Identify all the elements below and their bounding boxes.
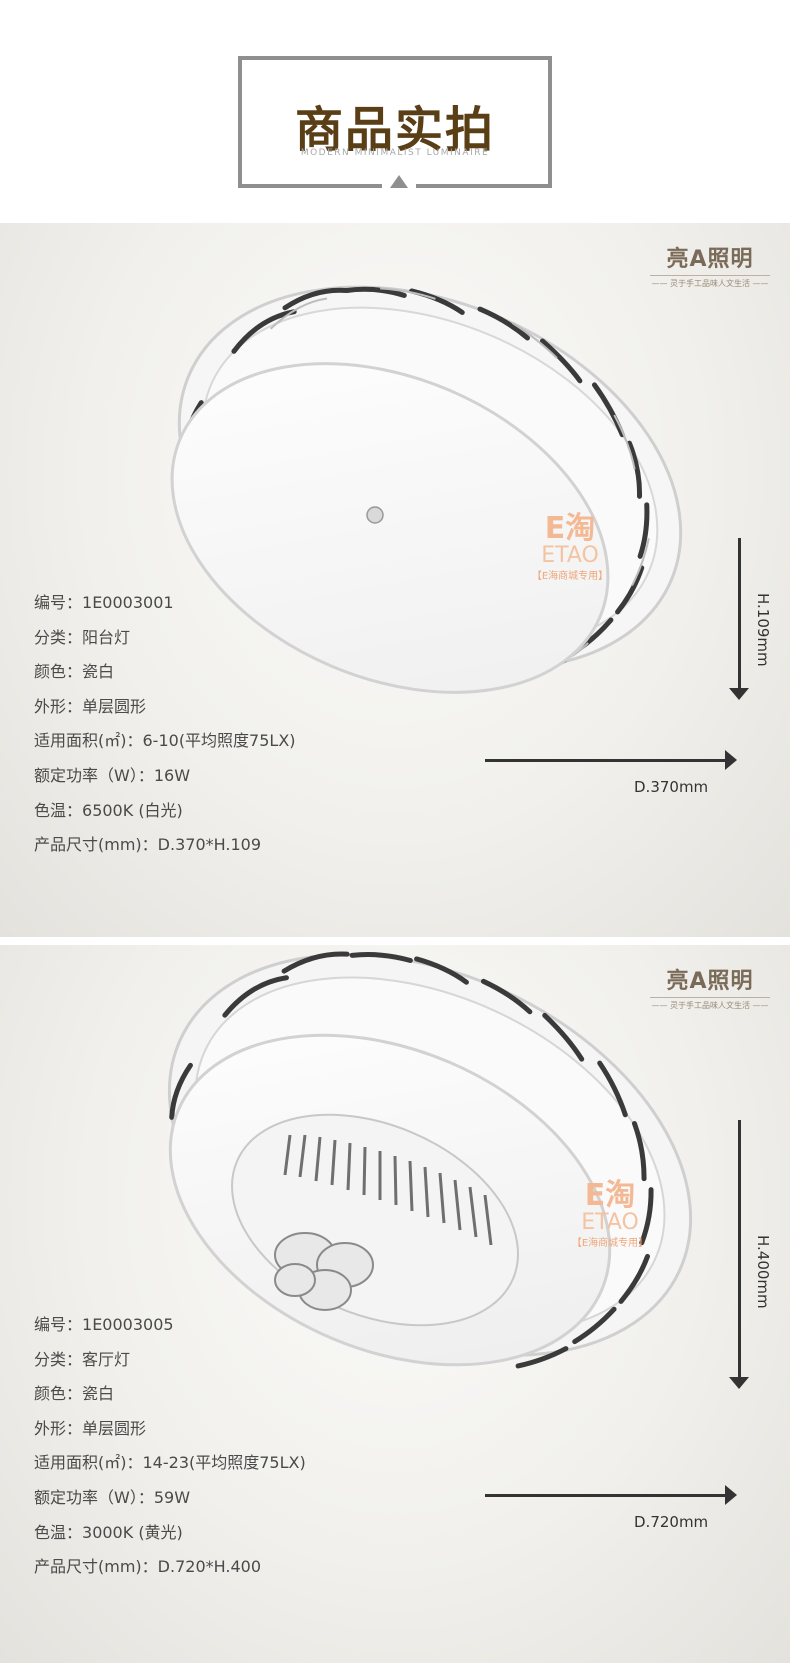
spec-list-2: 编号：1E0003005 分类：客厅灯 颜色：瓷白 外形：单层圆形 适用面积(㎡… — [34, 1308, 306, 1585]
height-label: H.109mm — [754, 593, 772, 667]
spec-value: 单层圆形 — [82, 696, 147, 716]
spec-row: 外形：单层圆形 — [34, 1412, 306, 1447]
spec-value: 单层圆形 — [82, 1418, 147, 1438]
watermark-text: ETAO — [541, 543, 599, 568]
spec-label: 色温： — [34, 800, 83, 820]
spec-row: 额定功率（W）：16W — [34, 759, 296, 794]
spec-label: 颜色： — [34, 662, 83, 682]
spec-row: 分类：客厅灯 — [34, 1343, 306, 1378]
brand-logo: 亮A照明 —— 灵于手工品味人文生活 —— — [650, 241, 770, 289]
ceiling-lamp-image-1 — [170, 285, 683, 694]
spec-list-1: 编号：1E0003001 分类：阳台灯 颜色：瓷白 外形：单层圆形 适用面积(㎡… — [34, 586, 296, 863]
brand-slogan: —— 灵于手工品味人文生活 —— — [650, 997, 770, 1011]
spec-value: 阳台灯 — [82, 627, 131, 647]
spec-value: 瓷白 — [82, 1384, 115, 1404]
spec-row: 编号：1E0003001 — [34, 586, 296, 621]
spec-value: 3000K (黄光) — [82, 1522, 183, 1542]
spec-label: 外形： — [34, 696, 83, 716]
brand-slogan: —— 灵于手工品味人文生活 —— — [650, 275, 770, 289]
diameter-label: D.720mm — [634, 1513, 709, 1531]
spec-label: 颜色： — [34, 1384, 83, 1404]
product-panel-2: 亮A照明 —— 灵于手工品味人文生活 —— E淘 ETAO 【E海商城专用】 编… — [0, 945, 790, 1663]
spec-value: 6-10(平均照度75LX) — [142, 731, 296, 751]
spec-row: 编号：1E0003005 — [34, 1308, 306, 1343]
height-arrow-icon — [729, 1120, 749, 1389]
spec-label: 适用面积(㎡)： — [34, 1453, 143, 1473]
spec-value: 59W — [153, 1487, 191, 1507]
watermark-text: ETAO — [581, 1210, 639, 1235]
spec-value: 瓷白 — [82, 662, 115, 682]
brand-logo: 亮A照明 —— 灵于手工品味人文生活 —— — [650, 963, 770, 1011]
spec-value: 客厅灯 — [82, 1349, 131, 1369]
spec-row: 产品尺寸(mm)：D.720*H.400 — [34, 1550, 306, 1585]
spec-value: 14-23(平均照度75LX) — [142, 1453, 306, 1473]
spec-label: 外形： — [34, 1418, 83, 1438]
page-title: 商品实拍 — [294, 102, 495, 158]
spec-row: 适用面积(㎡)：14-23(平均照度75LX) — [34, 1446, 306, 1481]
product-panel-1: 亮A照明 —— 灵于手工品味人文生活 —— E淘 ETAO 【E海商城专用】 编… — [0, 223, 790, 937]
spec-row: 适用面积(㎡)：6-10(平均照度75LX) — [34, 724, 296, 759]
spec-value: 6500K (白光) — [82, 800, 183, 820]
watermark-caption: 【E海商城专用】 — [531, 571, 609, 582]
spec-label: 额定功率（W）： — [34, 1487, 154, 1507]
spec-row: 外形：单层圆形 — [34, 690, 296, 725]
page-subtitle: MODERN MINIMALIST LUMINAIRE — [300, 148, 490, 158]
spec-label: 额定功率（W）： — [34, 765, 154, 785]
spec-label: 适用面积(㎡)： — [34, 731, 143, 751]
brand-name: 亮A照明 — [666, 969, 754, 994]
spec-row: 色温：3000K (黄光) — [34, 1516, 306, 1551]
height-arrow-icon — [729, 538, 749, 700]
spec-value: D.720*H.400 — [157, 1557, 261, 1577]
spec-label: 产品尺寸(mm)： — [34, 1557, 158, 1577]
spec-label: 产品尺寸(mm)： — [34, 835, 158, 855]
etao-watermark: E淘 ETAO 【E海商城专用】 — [565, 1178, 655, 1250]
spec-value: 1E0003001 — [82, 593, 174, 612]
spec-label: 分类： — [34, 1349, 83, 1369]
triangle-pointer-icon — [390, 175, 408, 188]
spec-value: 16W — [153, 765, 191, 785]
diameter-arrow-icon — [485, 1485, 737, 1505]
spec-row: 色温：6500K (白光) — [34, 794, 296, 829]
spec-row: 颜色：瓷白 — [34, 655, 296, 690]
spec-label: 色温： — [34, 1522, 83, 1542]
spec-value: 1E0003005 — [82, 1315, 174, 1334]
watermark-caption: 【E海商城专用】 — [571, 1238, 649, 1249]
spec-label: 编号： — [34, 593, 83, 612]
spec-label: 分类： — [34, 627, 83, 647]
etao-watermark: E淘 ETAO 【E海商城专用】 — [525, 511, 615, 583]
watermark-logo: E淘 — [544, 511, 596, 546]
watermark-logo: E淘 — [584, 1178, 636, 1213]
diameter-label: D.370mm — [634, 778, 709, 796]
spec-row: 颜色：瓷白 — [34, 1377, 306, 1412]
diameter-arrow-icon — [485, 750, 737, 770]
spec-row: 产品尺寸(mm)：D.370*H.109 — [34, 828, 296, 863]
spec-row: 分类：阳台灯 — [34, 621, 296, 656]
height-label: H.400mm — [754, 1235, 772, 1309]
page-header: 商品实拍 MODERN MINIMALIST LUMINAIRE — [0, 0, 790, 222]
section-divider — [0, 937, 790, 945]
title-frame: 商品实拍 MODERN MINIMALIST LUMINAIRE — [238, 56, 552, 188]
spec-row: 额定功率（W）：59W — [34, 1481, 306, 1516]
spec-value: D.370*H.109 — [157, 835, 261, 855]
spec-label: 编号： — [34, 1315, 83, 1334]
ceiling-lamp-image-2 — [167, 951, 693, 1369]
brand-name: 亮A照明 — [666, 247, 754, 272]
